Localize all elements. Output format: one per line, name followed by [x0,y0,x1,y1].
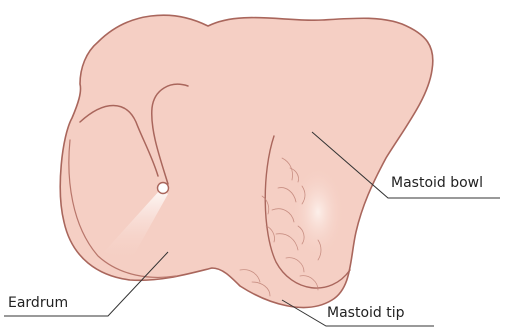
mastoid-tip-label: Mastoid tip [327,306,405,320]
head-outline [60,15,433,307]
canal-opening [158,183,169,194]
eardrum-label: Eardrum [8,296,68,310]
mastoid-bowl-highlight [292,166,344,258]
mastoid-bowl-label: Mastoid bowl [391,176,483,190]
